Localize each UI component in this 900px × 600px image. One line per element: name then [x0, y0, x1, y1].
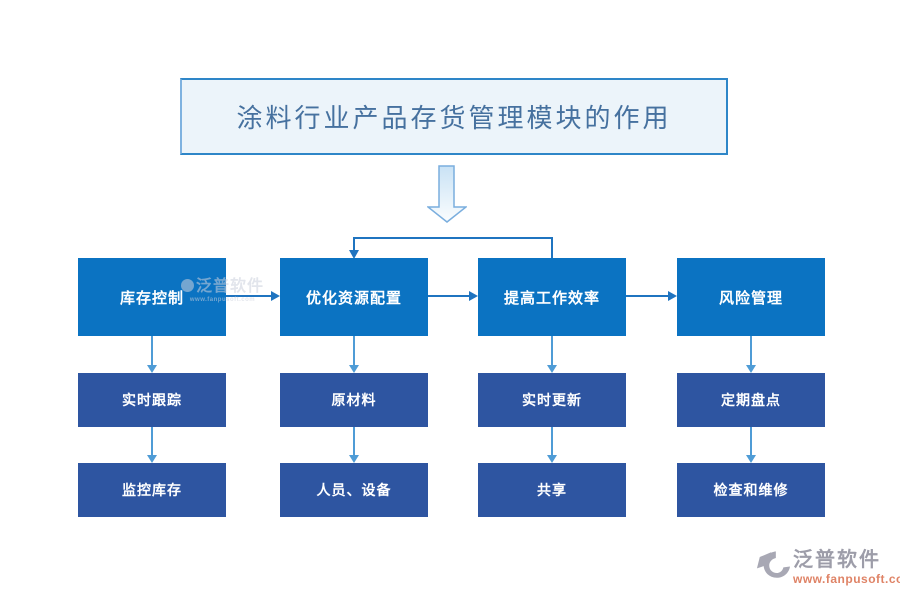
node-label: 风险管理 — [718, 289, 783, 307]
fanpusoft-logo: 泛普软件 www.fanpusoft.com — [756, 549, 900, 586]
arrow-right-icon — [626, 291, 677, 301]
node-raw-materials: 原材料 — [280, 373, 428, 427]
title-box: 涂料行业产品存货管理模块的作用 — [180, 78, 728, 155]
node-label: 提高工作效率 — [503, 289, 600, 307]
fanpu-logo-icon — [181, 279, 194, 292]
down-arrow-icon — [427, 165, 467, 223]
node-label: 优化资源配置 — [305, 289, 402, 307]
feedback-connector-line — [349, 237, 553, 260]
page-title: 涂料行业产品存货管理模块的作用 — [236, 104, 672, 134]
node-realtime-tracking: 实时跟踪 — [78, 373, 226, 427]
node-sharing: 共享 — [478, 463, 626, 517]
arrow-right-icon — [428, 291, 478, 301]
node-label: 实时跟踪 — [122, 392, 182, 408]
node-monitor-stock: 监控库存 — [78, 463, 226, 517]
arrow-down-icon — [746, 427, 756, 463]
node-work-efficiency: 提高工作效率 — [478, 258, 626, 336]
arrow-down-icon — [349, 336, 359, 373]
node-label: 监控库存 — [122, 482, 182, 498]
node-personnel-equipment: 人员、设备 — [280, 463, 428, 517]
node-optimize-resources: 优化资源配置 — [280, 258, 428, 336]
node-label: 检查和维修 — [713, 482, 789, 498]
arrow-down-icon — [547, 427, 557, 463]
node-label: 实时更新 — [522, 392, 582, 408]
arrow-down-icon — [147, 336, 157, 373]
node-label: 共享 — [537, 482, 567, 498]
fanpu-logo-icon — [756, 551, 790, 578]
node-periodic-stocktaking: 定期盘点 — [677, 373, 825, 427]
node-inspection-maintenance: 检查和维修 — [677, 463, 825, 517]
arrow-down-icon — [349, 427, 359, 463]
watermark-url-text: www.fanpusoft.com — [189, 297, 256, 303]
arrow-right-icon — [226, 291, 280, 301]
arrow-down-icon — [746, 336, 756, 373]
node-label: 库存控制 — [119, 289, 184, 307]
node-label: 定期盘点 — [721, 392, 781, 408]
node-label: 原材料 — [331, 392, 377, 408]
watermark-overlay: 泛普软件 www.fanpusoft.com — [181, 279, 264, 303]
node-label: 人员、设备 — [316, 482, 392, 498]
arrow-down-icon — [547, 336, 557, 373]
arrow-down-icon — [147, 427, 157, 463]
node-inventory-control: 库存控制 — [78, 258, 226, 336]
watermark-brand-text: 泛普软件 — [196, 278, 265, 295]
node-risk-management: 风险管理 — [677, 258, 825, 336]
brand-url-text: www.fanpusoft.com — [793, 572, 900, 586]
node-realtime-update: 实时更新 — [478, 373, 626, 427]
brand-name-text: 泛普软件 — [793, 549, 881, 571]
